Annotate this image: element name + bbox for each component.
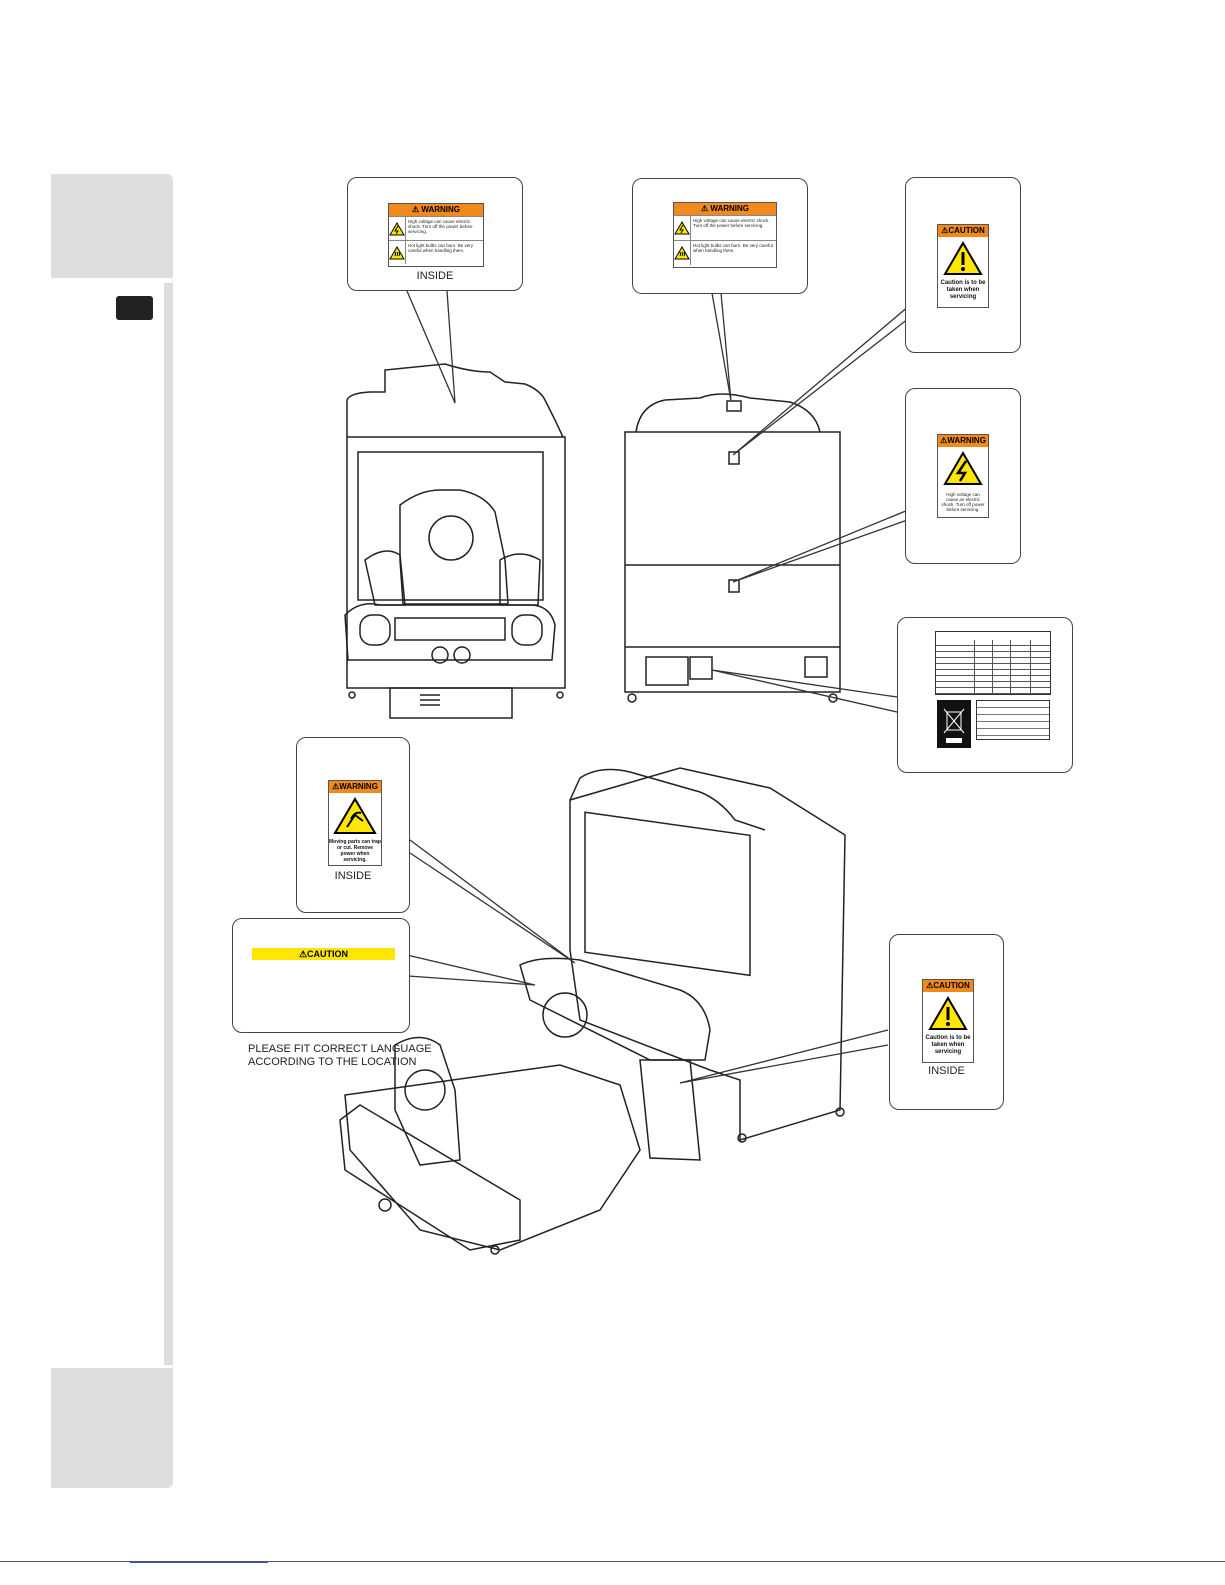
caution-header: ⚠CAUTION	[923, 980, 973, 992]
electric-shock-icon	[943, 451, 983, 485]
inside-caption: INSIDE	[928, 1065, 965, 1077]
caution-label-service: ⚠CAUTION Caution is to be taken when ser…	[922, 979, 974, 1063]
caution-label-language: ⚠CAUTION	[252, 948, 395, 1000]
fuse-rating-table	[935, 631, 1051, 695]
electric-shock-icon	[389, 221, 405, 235]
rear-view-cabinet	[624, 431, 841, 693]
callout-language-caution: ⚠CAUTION	[232, 918, 410, 1033]
callout-moving-parts-warning: ⚠WARNING Moving parts can trap or cut. R…	[296, 737, 410, 913]
crossed-bin-icon	[943, 708, 965, 743]
caution-header: ⚠CAUTION	[252, 948, 395, 960]
warning-header: ⚠ WARNING	[674, 203, 776, 215]
exclamation-warning-icon	[928, 996, 968, 1030]
inside-caption: INSIDE	[416, 270, 454, 282]
inside-caption: INSIDE	[334, 870, 372, 882]
warning-header: ⚠ WARNING	[389, 204, 483, 216]
caution-header: ⚠CAUTION	[938, 225, 988, 237]
hot-surface-icon	[389, 245, 405, 259]
electric-shock-icon	[674, 221, 690, 235]
front-view-cabinet	[346, 436, 566, 689]
callout-rear-warning: ⚠ WARNING High voltage can cause electri…	[632, 178, 808, 294]
language-note: PLEASE FIT CORRECT LANGUAGE ACCORDING TO…	[248, 1043, 432, 1068]
weee-bin-mark	[937, 700, 971, 748]
callout-rear-caution: ⚠CAUTION Caution is to be taken when ser…	[905, 177, 1021, 353]
callout-rating-plate	[897, 617, 1073, 773]
warning-label-moving-parts: ⚠WARNING Moving parts can trap or cut. R…	[328, 780, 382, 866]
warning-label-shock-bulb: ⚠ WARNING High voltage can cause electri…	[673, 202, 777, 268]
sidebar-top-block	[51, 174, 173, 278]
warning-header: ⚠WARNING	[938, 435, 988, 447]
chapter-tab-marker	[116, 296, 153, 320]
hot-surface-icon	[674, 246, 690, 260]
warning-label-shock: ⚠WARNING High voltage can cause an elect…	[937, 434, 989, 518]
sidebar-bottom-block	[51, 1368, 173, 1488]
three-quarter-cabinet	[569, 767, 846, 1142]
callout-side-caution: ⚠CAUTION Caution is to be taken when ser…	[889, 934, 1004, 1110]
warning-header: ⚠WARNING	[329, 781, 381, 793]
exclamation-warning-icon	[943, 241, 983, 275]
callout-front-warning: ⚠ WARNING High voltage can cause electri…	[347, 177, 523, 291]
warning-label-shock-bulb: ⚠ WARNING High voltage can cause electri…	[388, 203, 484, 267]
footer-link-underline[interactable]	[130, 1562, 268, 1563]
serial-plate	[976, 700, 1050, 740]
sidebar-column	[51, 283, 173, 1365]
caution-label-service: ⚠CAUTION Caution is to be taken when ser…	[937, 224, 989, 308]
callout-rear-warning-shock: ⚠WARNING High voltage can cause an elect…	[905, 388, 1021, 564]
hand-crush-icon	[333, 797, 377, 834]
footer-rule	[0, 1561, 1225, 1562]
